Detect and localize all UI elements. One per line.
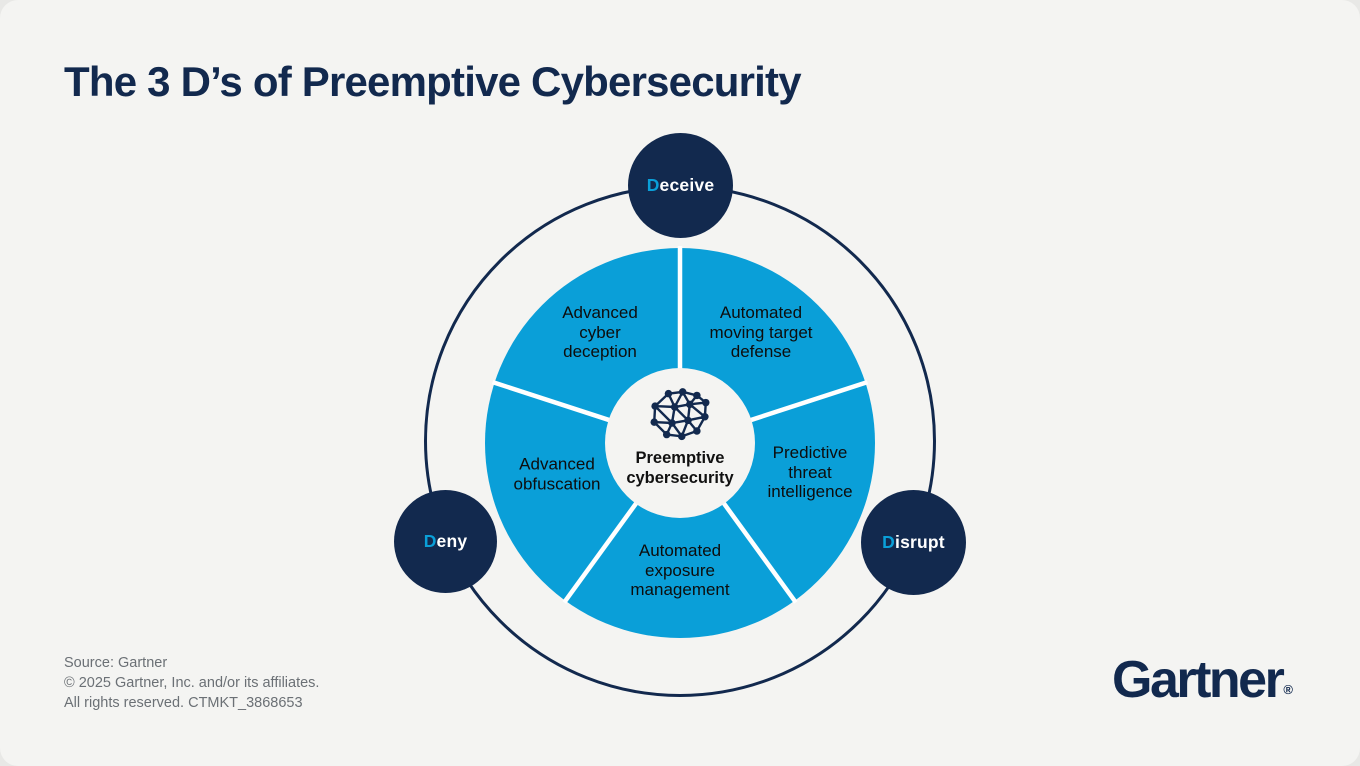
hub: Preemptive cybersecurity [605,362,755,512]
ring-node-label: Disrupt [882,532,945,552]
donut-chart [485,246,875,638]
rights-line: All rights reserved. CTMKT_3868653 [64,695,303,711]
network-mesh-icon [650,388,710,441]
segment-predictive-threat-intelligence: Predictive threat intelligence [767,442,853,501]
registered-mark: ® [1283,682,1293,697]
segment-dividers [491,246,869,604]
segment-automated-exposure-management: Automated exposure management [630,540,730,599]
copyright-line: © 2025 Gartner, Inc. and/or its affiliat… [64,675,320,691]
hub-circle [605,368,755,518]
divider-right-lower [720,499,798,604]
segment-advanced-cyber-deception: Advanced cyber deception [562,302,638,361]
page-title: The 3 D’s of Preemptive Cybersecurity [64,58,802,105]
ring-node-label: Deceive [646,175,715,195]
ring-node-deceive: Deceive [628,133,733,238]
hub-label: Preemptive cybersecurity [626,449,734,487]
segment-automated-moving-target-defense: Automated moving target defense [709,302,813,361]
ring-node-label: Deny [423,531,468,551]
gartner-logo: Gartner® [1112,651,1293,709]
divider-left-upper [491,379,613,423]
divider-left-lower [562,499,640,604]
source-attribution: Source: Gartner © 2025 Gartner, Inc. and… [64,653,319,713]
source-line: Source: Gartner [64,655,168,671]
segment-advanced-obfuscation: Advanced obfuscation [513,454,601,494]
divider-right-upper [747,379,869,423]
ring-node-deny: Deny [394,490,497,593]
ring-node-disrupt: Disrupt [861,490,966,595]
